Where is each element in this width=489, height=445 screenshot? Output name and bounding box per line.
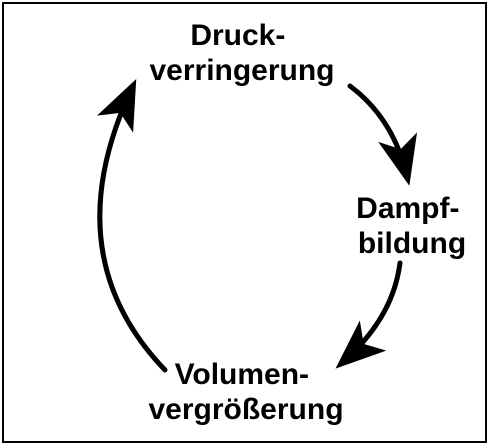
node-dampfbildung: Dampf- bildung [356,192,468,260]
node-volumenvergroesserung: Volumen- vergrößerung [148,358,343,426]
arrow-druck-to-dampf [347,83,418,186]
node-druckverringerung-line-2: verringerung [149,54,334,87]
node-druckverringerung: Druck- verringerung [149,19,334,87]
node-druckverringerung-line-1: Druck- [190,19,285,52]
node-volumenvergroesserung-line-2: vergrößerung [148,393,343,426]
arrow-dampf-to-volumen [335,260,403,369]
node-dampfbildung-line-2: bildung [358,227,466,260]
arrow-volumen-to-druck [96,78,168,373]
node-volumenvergroesserung-line-1: Volumen- [175,358,309,391]
node-dampfbildung-line-1: Dampf- [356,192,459,225]
